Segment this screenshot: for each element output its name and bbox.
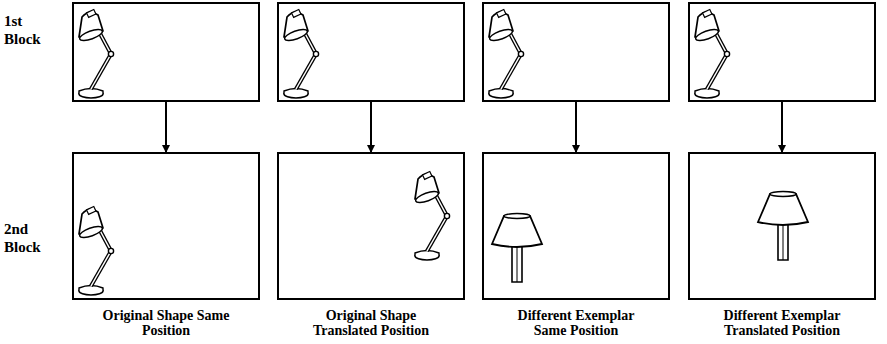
block-arrow	[781, 102, 783, 152]
condition-caption: Different Exemplar Translated Position	[715, 308, 849, 338]
stimulus-panel: Different Exemplar Translated Position	[688, 152, 876, 300]
desk-lamp	[694, 9, 729, 98]
stimulus-panel	[277, 2, 465, 102]
condition-caption: Original Shape Same Position	[99, 308, 233, 338]
table-lamp	[492, 214, 542, 283]
desk-lamp	[78, 206, 113, 295]
stimulus-panel: 1st Block	[72, 2, 260, 102]
desk-lamp	[414, 171, 449, 260]
stimulus-panel: Original Shape Translated Position	[277, 152, 465, 300]
desk-lamp	[283, 9, 318, 98]
desk-lamp	[488, 9, 523, 98]
row-label: 2nd Block	[4, 220, 56, 256]
block-arrow	[575, 102, 577, 152]
stimulus-panel	[688, 2, 876, 102]
condition-caption: Different Exemplar Same Position	[509, 308, 643, 338]
row-label: 1st Block	[4, 12, 56, 48]
table-lamp	[758, 192, 808, 261]
condition-caption: Original Shape Translated Position	[304, 308, 438, 338]
stimulus-panel: Different Exemplar Same Position	[482, 152, 670, 300]
block-arrow	[370, 102, 372, 152]
desk-lamp	[78, 9, 113, 98]
stimulus-panel: 2nd BlockOriginal Shape Same Position	[72, 152, 260, 300]
stimulus-panel	[482, 2, 670, 102]
block-arrow	[165, 102, 167, 152]
